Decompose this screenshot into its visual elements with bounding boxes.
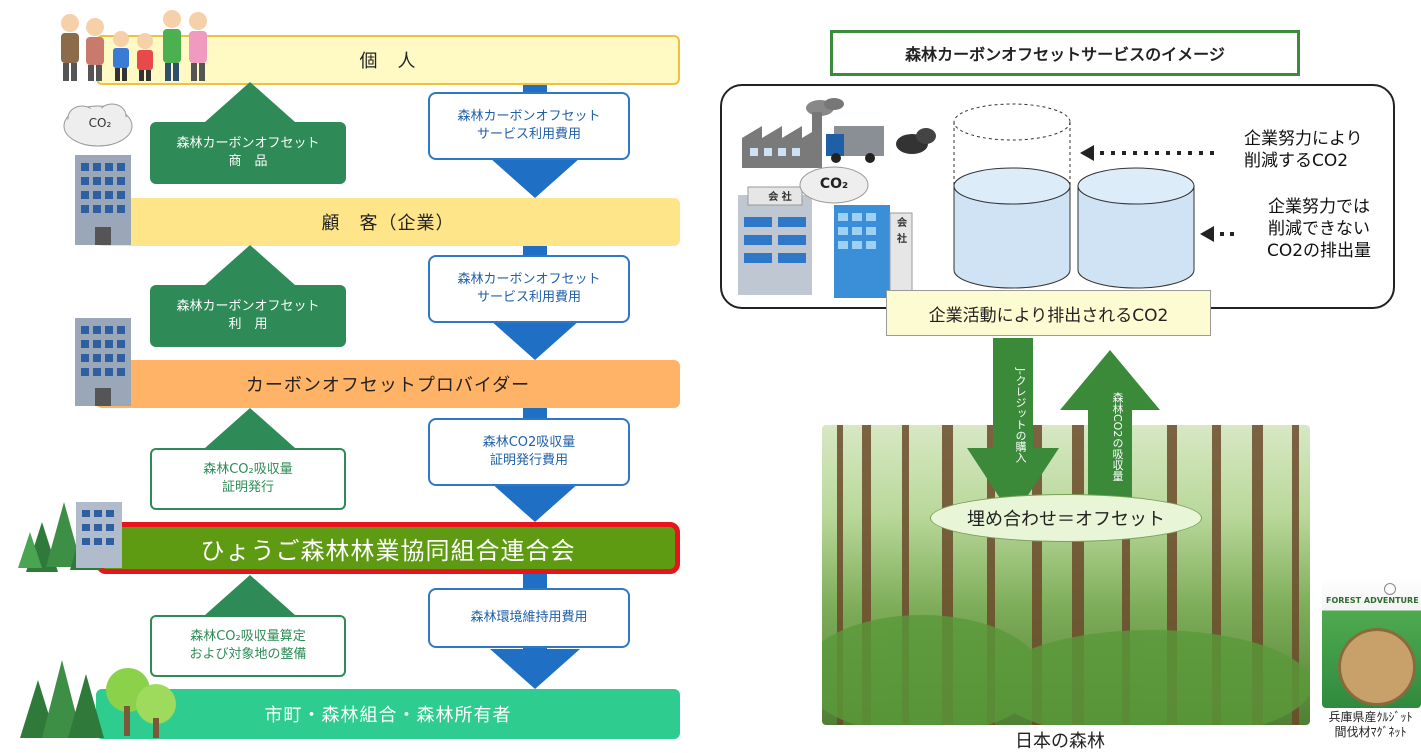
absorption-arrow [1060,350,1160,510]
label-use: 森林カーボンオフセット 利 用 [150,285,346,347]
credit-purchase-arrow [967,338,1059,518]
cannot-reduce-label-line3: CO2の排出量 [1266,241,1372,261]
label-fee-2-line2: サービス利用費用 [476,290,581,305]
co2-cloud-left-label: CO₂ [88,116,112,130]
badge-medallion [1338,628,1416,706]
right-title: 森林カーボンオフセットサービスのイメージ [905,45,1225,64]
label-calc-line2: および対象地の整備 [189,647,307,662]
badge-hole [1384,583,1396,595]
band-federation: ひょうご森林林業協同組合連合会 [96,522,680,574]
offset-ellipse: 埋め合わせ＝オフセット [930,494,1202,542]
badge-brand: FOREST ADVENTURE TANBA SASAYAMA [1326,596,1421,605]
up-arrow-4 [205,575,295,615]
band-customer: 顧 客（企業） [96,198,680,246]
label-product: 森林カーボンオフセット 商 品 [150,122,346,184]
label-use-line1: 森林カーボンオフセット [176,299,320,314]
forest-trees-icon-2 [20,660,176,738]
band-owners-label: 市町・森林組合・森林所有者 [264,705,512,726]
label-certify-line2: 証明発行 [221,480,274,495]
label-fee-3-line1: 森林CO2吸収量 [482,435,576,450]
label-product-line2: 商 品 [228,154,268,169]
emitted-box: 企業活動により排出されるCO2 [886,290,1211,336]
badge-image: FOREST ADVENTURE TANBA SASAYAMA [1322,578,1421,708]
forest-photo [822,425,1310,725]
cannot-reduce-label-line2: 削減できない [1268,219,1370,239]
reduce-dotted-arrow [1080,145,1218,161]
band-owners: 市町・森林組合・森林所有者 [96,689,680,739]
label-fee-3: 森林CO2吸収量 証明発行費用 [428,418,630,486]
company-sign-2: 会社 [897,218,907,245]
label-fee-4: 森林環境維持用費用 [428,588,630,648]
forest-trees-icon-1 [18,502,122,572]
label-fee-3-line2: 証明発行費用 [489,453,568,468]
building-icon-1 [75,155,131,245]
label-fee-2-line1: 森林カーボンオフセット [457,272,601,287]
band-federation-label: ひょうご森林林業協同組合連合会 [200,536,576,565]
label-product-line1: 森林カーボンオフセット [176,136,320,151]
absorption-label: 森林CO2の吸収量 [1111,392,1124,482]
label-fee-4-line1: 森林環境維持用費用 [470,610,588,625]
forest-caption: 日本の森林 [1015,731,1105,752]
office-buildings-icon [738,166,913,299]
emitted-label: 企業活動により排出されるCO2 [928,305,1169,326]
label-calc-line1: 森林CO₂吸収量算定 [190,629,306,644]
reduce-label-line1: 企業努力により [1244,129,1363,149]
co2-cloud-right-label: CO₂ [819,176,849,192]
badge-caption: 兵庫県産ｸﾙｼﾞｯﾄ 間伐材ﾏｸﾞﾈｯﾄ [1320,710,1421,740]
cannot-reduce-label: 企業努力では 削減できない CO2の排出量 [1244,196,1394,262]
band-provider-label: カーボンオフセットプロバイダー [245,375,531,396]
label-use-line2: 利 用 [228,317,268,332]
up-arrow-1 [205,82,295,122]
up-arrow-3 [205,408,295,448]
factory-icon [742,98,936,168]
co2-cylinders [953,103,1195,289]
badge-caption-line1: 兵庫県産ｸﾙｼﾞｯﾄ [1328,710,1413,724]
building-icon-2 [75,318,131,406]
offset-label: 埋め合わせ＝オフセット [967,509,1165,530]
cannot-reduce-dotted-arrow [1200,226,1238,242]
family-illustration [61,10,207,81]
band-customer-label: 顧 客（企業） [321,213,455,234]
forest-trunks [822,425,1310,725]
label-fee-2: 森林カーボンオフセット サービス利用費用 [428,255,630,323]
reduce-label-line2: 削減するCO2 [1244,151,1349,171]
label-fee-1-line1: 森林カーボンオフセット [457,109,601,124]
right-title-box: 森林カーボンオフセットサービスのイメージ [830,30,1300,76]
label-certify-line1: 森林CO₂吸収量 [203,462,293,477]
label-certify: 森林CO₂吸収量 証明発行 [150,448,346,510]
label-calc: 森林CO₂吸収量算定 および対象地の整備 [150,615,346,677]
label-fee-1: 森林カーボンオフセット サービス利用費用 [428,92,630,160]
band-individual-label: 個 人 [359,51,417,72]
credit-purchase-label: J-クレジットの購入 [1014,368,1027,463]
band-provider: カーボンオフセットプロバイダー [96,360,680,408]
cannot-reduce-label-line1: 企業努力では [1268,197,1370,217]
company-sign-1: 会 社 [768,192,792,203]
up-arrow-2 [205,245,295,285]
label-fee-1-line2: サービス利用費用 [476,127,581,142]
badge-caption-line2: 間伐材ﾏｸﾞﾈｯﾄ [1334,725,1407,739]
co2-cloud-left [63,103,133,147]
reduce-label: 企業努力により 削減するCO2 [1244,128,1394,172]
